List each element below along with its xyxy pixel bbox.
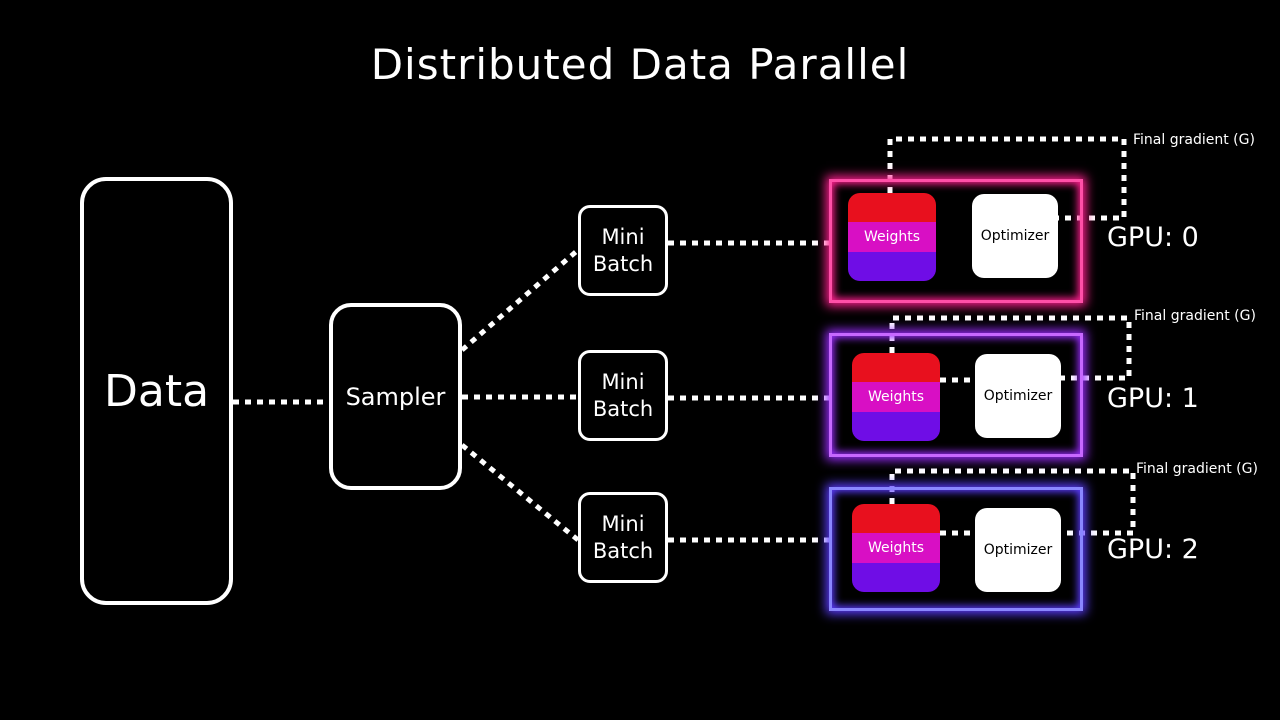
mini-batch-line1: Mini bbox=[601, 369, 645, 394]
weights-label: Weights bbox=[867, 540, 925, 556]
weights-block-0: Weights bbox=[848, 193, 936, 281]
gpu-1-label: GPU: 1 bbox=[1107, 383, 1199, 414]
mini-batch-line2: Batch bbox=[592, 251, 654, 276]
optimizer-block-0: Optimizer bbox=[972, 194, 1058, 278]
mini-batch-2: Mini Batch bbox=[578, 492, 668, 583]
gpu-1-box bbox=[829, 333, 1083, 457]
optimizer-label: Optimizer bbox=[983, 388, 1053, 404]
weights-block-2: Weights bbox=[852, 504, 940, 592]
gpu-0-box bbox=[829, 179, 1083, 303]
optimizer-block-1: Optimizer bbox=[975, 354, 1061, 438]
mini-batch-line1: Mini bbox=[601, 511, 645, 536]
weights-block-1: Weights bbox=[852, 353, 940, 441]
data-box: Data bbox=[80, 177, 233, 605]
optimizer-label: Optimizer bbox=[980, 228, 1050, 244]
mini-batch-line2: Batch bbox=[592, 538, 654, 563]
sampler-label: Sampler bbox=[345, 382, 446, 411]
gpu-2-box bbox=[829, 487, 1083, 611]
mini-batch-line2: Batch bbox=[592, 396, 654, 421]
connector-sampler-mb2 bbox=[460, 443, 580, 542]
final-gradient-label-0: Final gradient (G) bbox=[1133, 132, 1255, 148]
weights-label: Weights bbox=[867, 389, 925, 405]
gradient-loop-0 bbox=[887, 136, 1127, 221]
final-gradient-label-1: Final gradient (G) bbox=[1134, 308, 1256, 324]
gpu-0-label: GPU: 0 bbox=[1107, 222, 1199, 253]
mini-batch-0: Mini Batch bbox=[578, 205, 668, 296]
gradient-loop-2 bbox=[889, 468, 1136, 536]
optimizer-label: Optimizer bbox=[983, 542, 1053, 558]
data-label: Data bbox=[103, 365, 210, 417]
final-gradient-label-2: Final gradient (G) bbox=[1136, 461, 1258, 477]
weights-label: Weights bbox=[863, 229, 921, 245]
sampler-box: Sampler bbox=[329, 303, 462, 490]
gpu-2-label: GPU: 2 bbox=[1107, 534, 1199, 565]
mini-batch-1: Mini Batch bbox=[578, 350, 668, 441]
diagram-title: Distributed Data Parallel bbox=[370, 40, 910, 89]
mini-batch-line1: Mini bbox=[601, 224, 645, 249]
optimizer-block-2: Optimizer bbox=[975, 508, 1061, 592]
connector-sampler-mb0 bbox=[460, 248, 580, 352]
